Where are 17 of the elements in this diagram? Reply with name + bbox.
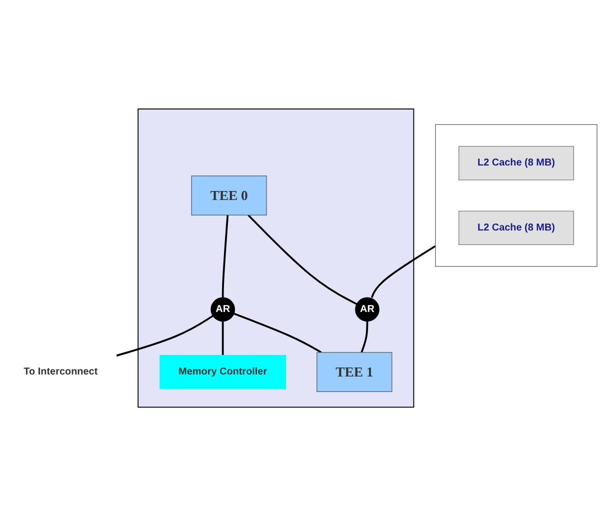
cluster (138, 108, 414, 408)
connector (222, 215, 229, 298)
node-text: To Interconnect (24, 366, 98, 378)
cluster (435, 124, 598, 268)
node-circle: AR (210, 298, 235, 322)
node-circle: AR (355, 298, 380, 322)
connector (370, 246, 436, 298)
node-box: Memory Controller (160, 355, 286, 390)
node-box: TEE 1 (316, 352, 392, 392)
connector (116, 316, 214, 357)
node-box: L2 Cache (8 MB) (458, 146, 574, 181)
connector (222, 322, 224, 356)
node-box: L2 Cache (8 MB) (458, 211, 574, 246)
connector (360, 322, 368, 354)
connector (248, 214, 358, 306)
connector (234, 313, 322, 354)
node-box: TEE 0 (191, 176, 267, 216)
